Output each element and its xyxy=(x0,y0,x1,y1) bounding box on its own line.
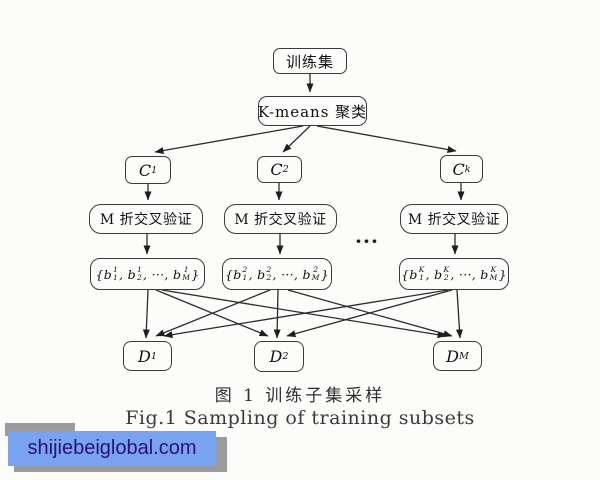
watermark-text: shijiebeiglobal.com xyxy=(27,437,197,459)
arrow-s2-to-d2 xyxy=(273,289,281,339)
arrow-s1-to-d1 xyxy=(142,289,150,339)
node-kmeans-clustering: K-means 聚类 xyxy=(258,96,367,126)
arrow-s3-to-d1 xyxy=(163,289,449,339)
arrow-s3-to-d2 xyxy=(286,289,453,338)
figure-caption-chinese: 图 1 训练子集采样 xyxy=(214,386,386,406)
node-mfold-cv-3: M 折交叉验证 xyxy=(400,204,508,234)
node-training-set: 训练集 xyxy=(273,48,347,74)
node-mfold-cv-2: M 折交叉验证 xyxy=(224,204,337,234)
ellipsis-dots: ··· xyxy=(355,229,379,253)
watermark: shijiebeiglobal.com xyxy=(0,420,240,480)
arrow-kmeans-to-ck xyxy=(316,125,457,153)
arrow-kmeans-to-c1 xyxy=(154,125,304,154)
arrow-s3-to-dm xyxy=(455,289,463,339)
arrow-lines xyxy=(142,74,465,339)
node-mfold-cv-1: M 折交叉验证 xyxy=(89,204,203,234)
watermark-banner: shijiebeiglobal.com xyxy=(8,431,216,466)
figure-caption-english: Fig.1 Sampling of training subsets xyxy=(125,407,475,429)
arrow-s2-to-d1 xyxy=(155,289,271,337)
arrow-kmeans-to-c2 xyxy=(282,125,311,153)
